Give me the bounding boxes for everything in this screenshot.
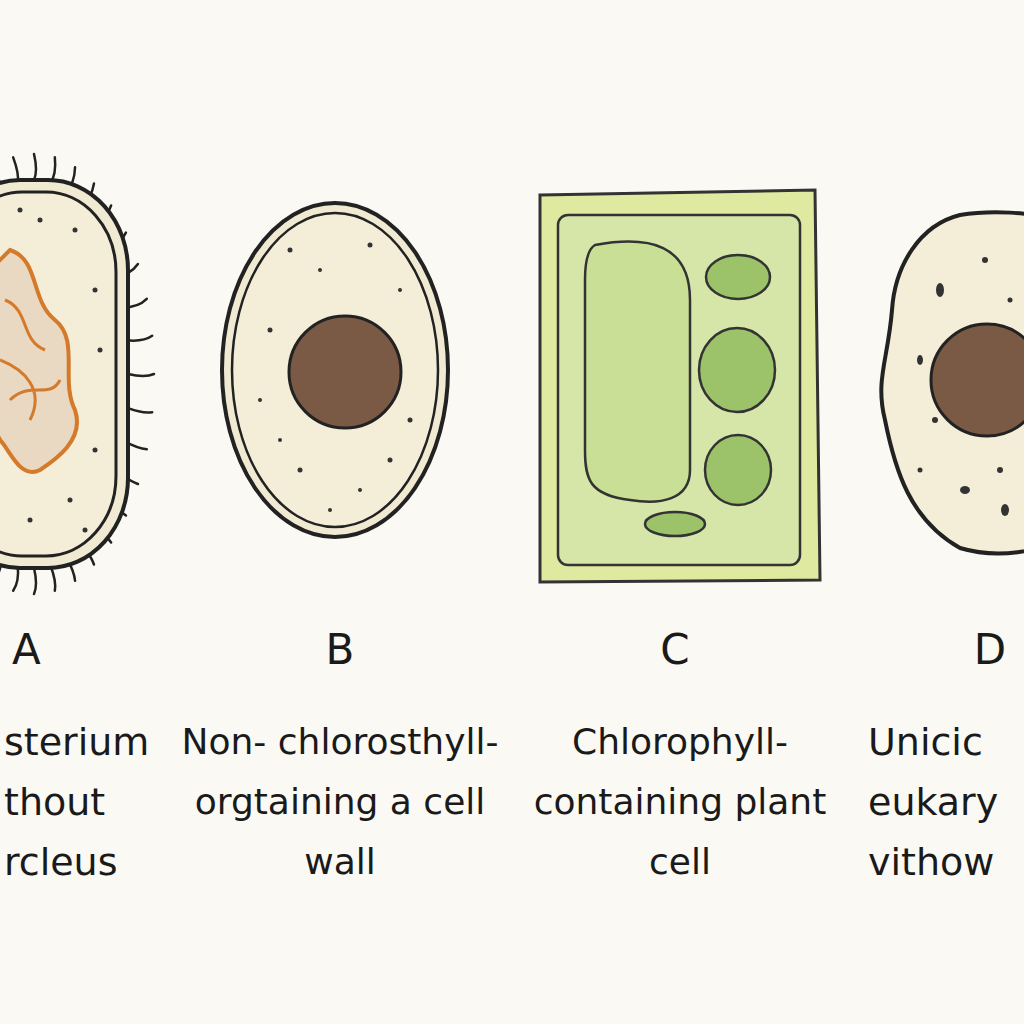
nucleus bbox=[289, 316, 401, 428]
eukaryote-membrane bbox=[881, 212, 1024, 553]
chloroplast bbox=[699, 328, 775, 412]
nucleus bbox=[931, 324, 1024, 436]
bacterium-wall bbox=[0, 180, 128, 568]
vacuole bbox=[585, 242, 690, 502]
plant-cell-wall bbox=[540, 190, 820, 582]
plant-cell-membrane bbox=[558, 215, 800, 565]
bacterium-membrane bbox=[0, 192, 116, 556]
cytoplasm-dots bbox=[258, 243, 413, 513]
dna-strand bbox=[0, 300, 60, 420]
nucleoid bbox=[0, 250, 77, 472]
panel-letter: A bbox=[12, 620, 72, 680]
cilium bbox=[127, 408, 153, 413]
cilium bbox=[34, 154, 36, 180]
cilium bbox=[128, 374, 154, 376]
ribosomes bbox=[18, 208, 103, 533]
panel-letter: D bbox=[960, 620, 1020, 680]
panel-letter: B bbox=[300, 620, 380, 680]
cell-caption: Unicic eukary vithow bbox=[868, 712, 1020, 892]
cilium bbox=[34, 568, 36, 594]
cell-caption: sterium thout rcleus bbox=[4, 712, 184, 892]
cilium bbox=[127, 336, 153, 341]
chloroplast bbox=[705, 435, 771, 505]
cytoplasm-dots bbox=[917, 257, 1013, 516]
cell-caption: Chlorophyll- containing plant cell bbox=[520, 712, 840, 892]
chloroplast bbox=[645, 512, 705, 536]
cell-wall bbox=[222, 203, 448, 537]
panel-letter: C bbox=[635, 620, 715, 680]
chloroplast bbox=[706, 255, 770, 299]
cell-caption: Non- chlorosthyll- orgtaining a cell wal… bbox=[180, 712, 500, 892]
cell-membrane bbox=[232, 213, 438, 527]
